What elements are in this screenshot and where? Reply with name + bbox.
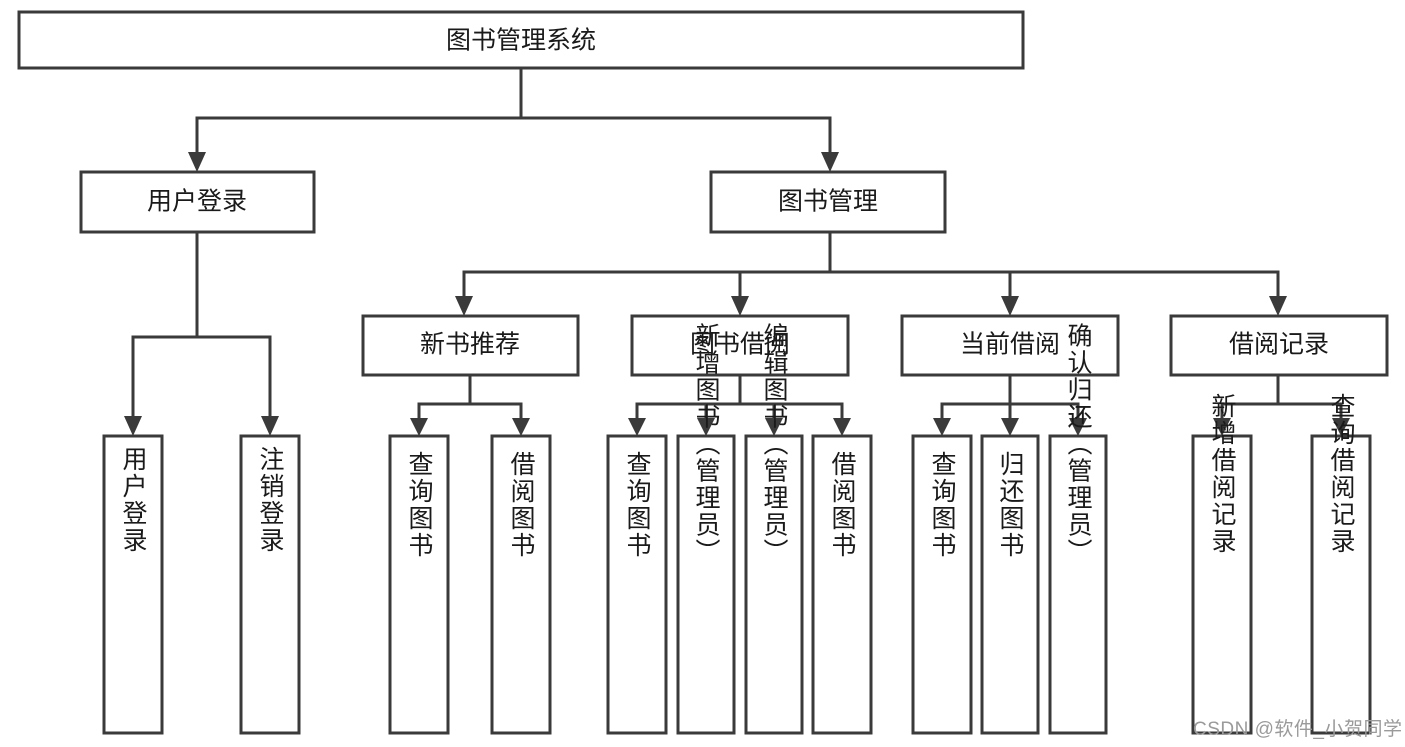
- arrow-to-leaf-query-book-3: [933, 418, 951, 436]
- leaf-query-book-3-label: 查询图书: [928, 451, 957, 559]
- leaf-borrow-book-2-box[interactable]: [811, 434, 873, 735]
- connector-user-login-to-leaves: [131, 230, 272, 418]
- connector-borrow-record-to-leaves: [1220, 373, 1343, 420]
- node-book-manage[interactable]: 图书管理: [709, 170, 947, 234]
- leaf-user-logout-label: 注销登录: [256, 446, 285, 554]
- node-book-manage-box[interactable]: [709, 170, 947, 234]
- arrow-to-leaf-add-record: [1213, 418, 1231, 436]
- leaf-user-login[interactable]: 用户登录: [102, 434, 164, 735]
- leaf-query-record-box[interactable]: [1310, 434, 1372, 735]
- connector-book-borrow-to-leaves: [635, 373, 844, 420]
- connector-layer: [124, 66, 1350, 436]
- arrow-to-book-borrow: [731, 296, 749, 316]
- leaf-user-login-label: 用户登录: [119, 446, 148, 554]
- arrow-to-leaf-confirm-return: [1069, 418, 1087, 436]
- arrow-to-new-book-recommend: [455, 296, 473, 316]
- node-book-manage-label: 图书管理: [778, 188, 878, 216]
- leaf-confirm-return-box[interactable]: [1048, 434, 1108, 735]
- node-book-borrow[interactable]: 图书借阅: [630, 314, 850, 377]
- connector-current-borrow-to-leaves: [940, 373, 1080, 420]
- arrow-to-leaf-edit-book: [765, 418, 783, 436]
- arrow-to-leaf-query-book-1: [410, 418, 428, 436]
- leaf-query-record[interactable]: 查询借阅记录: [1310, 393, 1372, 735]
- leaf-query-book-3-box[interactable]: [911, 434, 973, 735]
- leaf-query-book-2[interactable]: 查询图书: [606, 434, 668, 735]
- node-borrow-record[interactable]: 借阅记录: [1169, 314, 1389, 377]
- arrow-to-leaf-user-login: [124, 416, 142, 436]
- node-root[interactable]: 图书管理系统: [17, 10, 1025, 70]
- leaf-user-login-box[interactable]: [102, 434, 164, 735]
- node-user-login[interactable]: 用户登录: [79, 170, 316, 234]
- leaf-confirm-return[interactable]: 确认归还（管理员）: [1048, 323, 1108, 735]
- node-book-borrow-box[interactable]: [630, 314, 850, 377]
- node-root-label: 图书管理系统: [446, 27, 596, 55]
- node-current-borrow-label: 当前借阅: [960, 331, 1060, 359]
- node-current-borrow[interactable]: 当前借阅: [900, 314, 1120, 377]
- node-current-borrow-box[interactable]: [900, 314, 1120, 377]
- leaf-user-logout-box[interactable]: [239, 434, 301, 735]
- leaf-return-book-label: 归还图书: [996, 451, 1025, 559]
- leaf-add-book[interactable]: 新增图书（管理员）: [676, 323, 736, 735]
- connector-root-to-level2: [195, 66, 832, 154]
- arrow-to-user-login: [188, 152, 206, 172]
- leaf-query-book-1[interactable]: 查询图书: [388, 434, 450, 735]
- leaf-add-book-label: 新增图书（管理员）: [692, 323, 721, 566]
- leaf-query-book-1-box[interactable]: [388, 434, 450, 735]
- arrow-to-leaf-user-logout: [261, 416, 279, 436]
- arrow-to-leaf-borrow-book-1: [512, 418, 530, 436]
- node-root-box[interactable]: [17, 10, 1025, 70]
- leaf-return-book[interactable]: 归还图书: [980, 434, 1040, 735]
- leaf-borrow-book-1-box[interactable]: [490, 434, 552, 735]
- arrow-to-borrow-record: [1269, 296, 1287, 316]
- arrow-to-leaf-query-record: [1332, 418, 1350, 436]
- arrow-to-current-borrow: [1001, 296, 1019, 316]
- arrow-to-leaf-return-book: [1001, 418, 1019, 436]
- leaf-edit-book-label: 编辑图书（管理员）: [760, 323, 789, 566]
- node-book-borrow-label: 图书借阅: [690, 331, 790, 359]
- leaf-add-book-box[interactable]: [676, 434, 736, 735]
- leaf-query-book-2-label: 查询图书: [623, 451, 652, 559]
- csdn-watermark: CSDN @软件_小贺同学: [1193, 719, 1403, 740]
- leaf-add-record-box[interactable]: [1191, 434, 1253, 735]
- node-new-book-recommend-label: 新书推荐: [420, 331, 520, 359]
- leaf-add-record-label: 新增借阅记录: [1208, 393, 1237, 555]
- node-borrow-record-label: 借阅记录: [1229, 331, 1329, 359]
- leaf-return-book-box[interactable]: [980, 434, 1040, 735]
- leaf-user-logout[interactable]: 注销登录: [239, 434, 301, 735]
- leaf-borrow-book-2-label: 借阅图书: [828, 451, 857, 559]
- node-new-book-recommend[interactable]: 新书推荐: [361, 314, 580, 377]
- leaf-confirm-return-label: 确认归还（管理员）: [1064, 323, 1093, 566]
- leaf-query-record-label: 查询借阅记录: [1327, 393, 1356, 555]
- arrow-to-book-manage: [821, 152, 839, 172]
- node-user-login-box[interactable]: [79, 170, 316, 234]
- leaf-borrow-book-1-label: 借阅图书: [507, 451, 536, 559]
- leaf-query-book-3[interactable]: 查询图书: [911, 434, 973, 735]
- leaf-edit-book[interactable]: 编辑图书（管理员）: [744, 323, 804, 735]
- arrow-to-leaf-borrow-book-2: [833, 418, 851, 436]
- leaf-query-book-2-box[interactable]: [606, 434, 668, 735]
- connector-new-book-to-leaves: [417, 373, 523, 420]
- leaf-add-record[interactable]: 新增借阅记录: [1191, 393, 1253, 735]
- leaf-borrow-book-2[interactable]: 借阅图书: [811, 434, 873, 735]
- leaf-query-book-1-label: 查询图书: [405, 451, 434, 559]
- arrow-to-leaf-add-book: [697, 418, 715, 436]
- node-borrow-record-box[interactable]: [1169, 314, 1389, 377]
- arrow-to-leaf-query-book-2: [628, 418, 646, 436]
- leaf-borrow-book-1[interactable]: 借阅图书: [490, 434, 552, 735]
- connector-book-manage-to-level3: [462, 230, 1280, 298]
- leaf-edit-book-box[interactable]: [744, 434, 804, 735]
- node-new-book-recommend-box[interactable]: [361, 314, 580, 377]
- node-user-login-label: 用户登录: [147, 188, 247, 216]
